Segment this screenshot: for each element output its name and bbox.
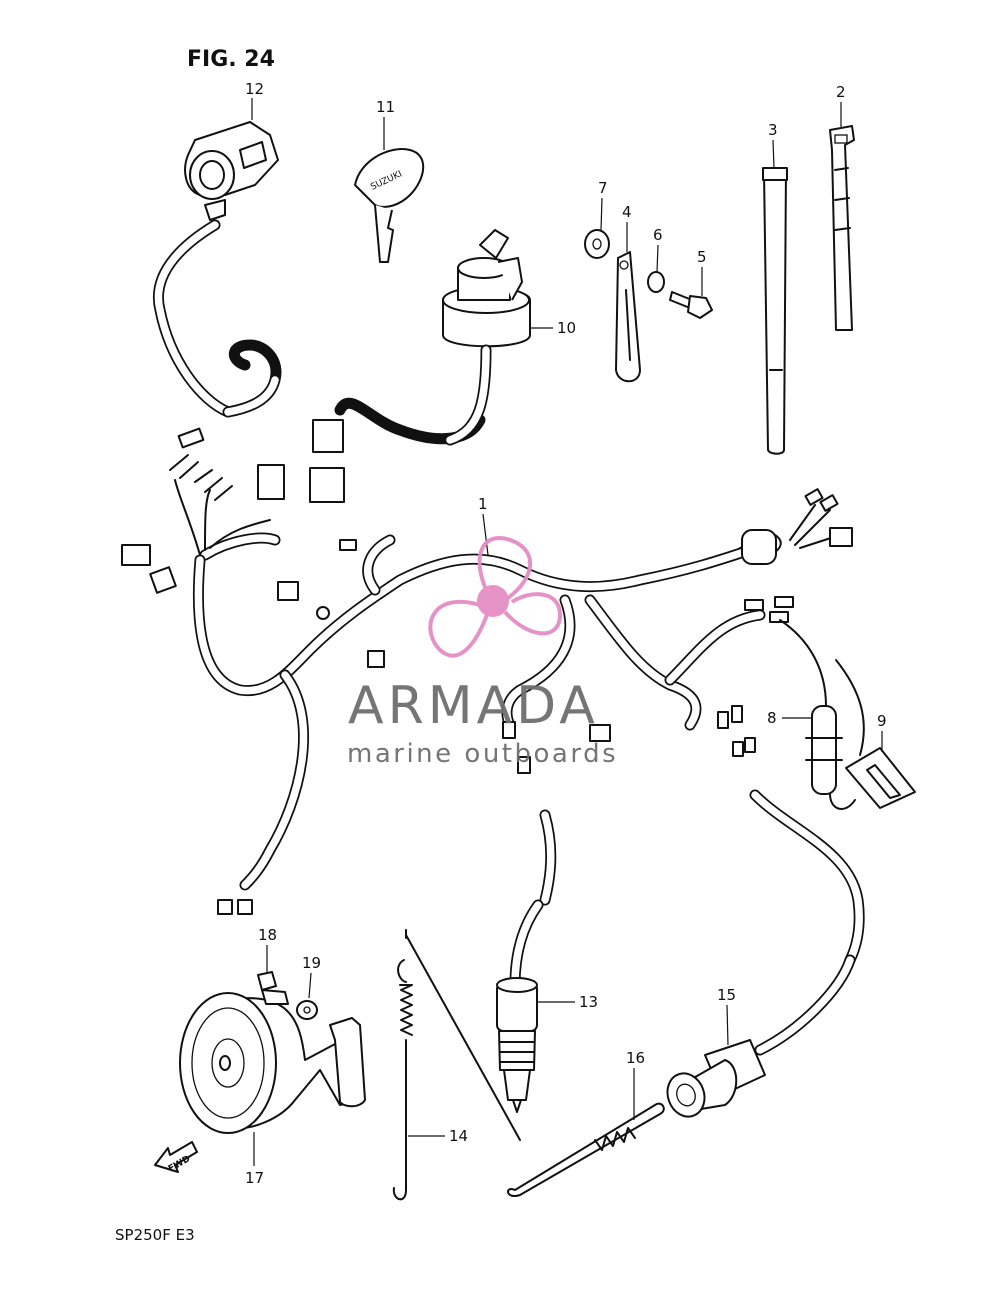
callouts: 12 11 10 7 4 6 5 3 2 1 8 9 13 14 15 16 1 <box>245 80 887 1187</box>
wire-to-neutral-switch <box>749 789 865 1056</box>
washer-19 <box>296 1000 318 1020</box>
washer-6 <box>647 271 665 293</box>
connector-cluster-left <box>121 419 385 915</box>
washer-7 <box>584 229 610 259</box>
callout-2: 2 <box>836 83 846 101</box>
model-code: SP250F E3 <box>115 1226 195 1244</box>
callout-1: 1 <box>478 495 488 513</box>
connector-cluster-right <box>502 488 853 774</box>
callout-17: 17 <box>245 1169 264 1187</box>
callout-19: 19 <box>302 954 321 972</box>
callout-14: 14 <box>449 1127 468 1145</box>
neutral-switch-15 <box>666 1039 766 1118</box>
callout-12: 12 <box>245 80 264 98</box>
bracket-4 <box>615 251 641 383</box>
watermark-logo-icon <box>428 536 563 658</box>
callout-5: 5 <box>697 248 707 266</box>
bracket-9 <box>835 659 916 809</box>
callout-7: 7 <box>598 179 608 197</box>
bolt-18 <box>257 971 289 1005</box>
bolt-5 <box>669 291 713 319</box>
callout-18: 18 <box>258 926 277 944</box>
forward-direction-arrow: FWD <box>154 1141 198 1175</box>
strap-3 <box>762 167 788 455</box>
ignition-switch <box>442 229 531 446</box>
callout-8: 8 <box>767 709 777 727</box>
watermark: ARMADA marine outboards <box>347 536 618 769</box>
callout-10: 10 <box>557 319 576 337</box>
speed-sensor-13 <box>496 977 538 1113</box>
wiring-harness <box>152 219 782 891</box>
figure-title: FIG. 24 <box>187 47 275 72</box>
cable-spring-14 <box>392 929 521 1201</box>
callout-4: 4 <box>622 203 632 221</box>
callout-9: 9 <box>877 712 887 730</box>
callout-16: 16 <box>626 1049 645 1067</box>
handlebar-switch <box>184 121 279 221</box>
condenser-8 <box>779 619 856 810</box>
callout-6: 6 <box>653 226 663 244</box>
callout-3: 3 <box>768 121 778 139</box>
callout-11: 11 <box>376 98 395 116</box>
horn-17 <box>179 992 366 1134</box>
watermark-tagline: marine outboards <box>347 739 618 769</box>
callout-15: 15 <box>717 986 736 1004</box>
rod-spring-16 <box>507 1102 665 1198</box>
strap-2 <box>829 125 855 331</box>
ignition-key: SUZUKI <box>354 148 425 263</box>
callout-13: 13 <box>579 993 598 1011</box>
wire-to-speed-sensor <box>509 809 557 991</box>
watermark-brand: ARMADA <box>348 676 599 736</box>
